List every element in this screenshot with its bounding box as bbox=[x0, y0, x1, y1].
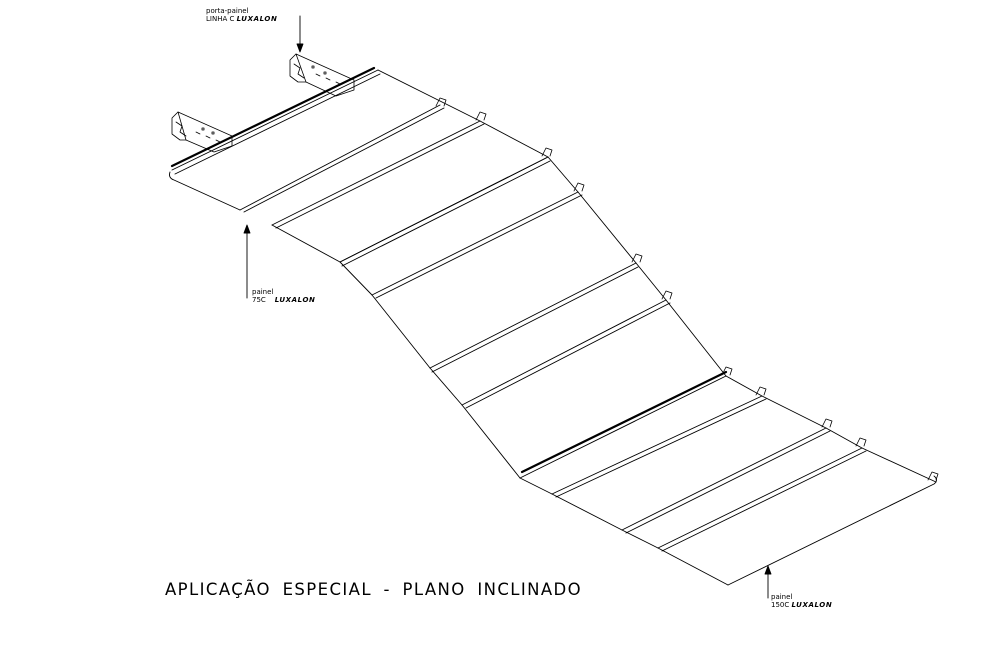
callout-painel-75c: painel 75C LUXALON bbox=[252, 288, 316, 304]
drawing-caption: APLICAÇÃO ESPECIAL - PLANO INCLINADO bbox=[165, 580, 583, 599]
carrier-rail-right bbox=[289, 53, 355, 97]
lower-back-edge bbox=[725, 375, 763, 397]
incline-front-edge bbox=[339, 261, 373, 296]
upper-flat-section bbox=[169, 66, 549, 263]
upper-panel-seams bbox=[171, 69, 549, 263]
upper-back-edge-2 bbox=[479, 120, 549, 158]
upper-back-edge bbox=[377, 69, 481, 122]
inclined-section bbox=[339, 156, 728, 479]
luxalon-logo: LUXALON bbox=[274, 296, 316, 304]
lower-panel-seams bbox=[551, 395, 937, 586]
lower-flat-section bbox=[519, 375, 937, 586]
leader-porta-painel bbox=[296, 15, 304, 53]
leader-painel-75c bbox=[243, 224, 251, 299]
incline-panel-seams bbox=[339, 156, 727, 479]
upper-front-edge-2 bbox=[271, 224, 341, 263]
callout-painel-75c-line1: painel bbox=[252, 288, 274, 296]
callout-painel-150c-line2: 150C bbox=[771, 601, 790, 609]
lower-front-edge bbox=[519, 477, 553, 495]
callout-porta-painel: porta-painel LINHA C LUXALON bbox=[206, 7, 277, 23]
leader-painel-150c bbox=[764, 565, 772, 599]
panel-clip-brackets bbox=[435, 97, 939, 481]
callout-painel-75c-line2: 75C bbox=[252, 296, 266, 304]
callout-painel-150c-line1: painel bbox=[771, 593, 793, 601]
carrier-rail-left bbox=[171, 111, 233, 153]
incline-back-edge bbox=[547, 156, 579, 193]
upper-front-edge bbox=[169, 171, 241, 211]
callout-porta-painel-line1: porta-painel bbox=[206, 7, 249, 15]
callout-porta-painel-line2: LINHA C bbox=[206, 15, 235, 23]
luxalon-logo: LUXALON bbox=[791, 601, 833, 609]
luxalon-logo: LUXALON bbox=[236, 15, 278, 23]
callout-painel-150c: painel 150C LUXALON bbox=[771, 593, 832, 609]
